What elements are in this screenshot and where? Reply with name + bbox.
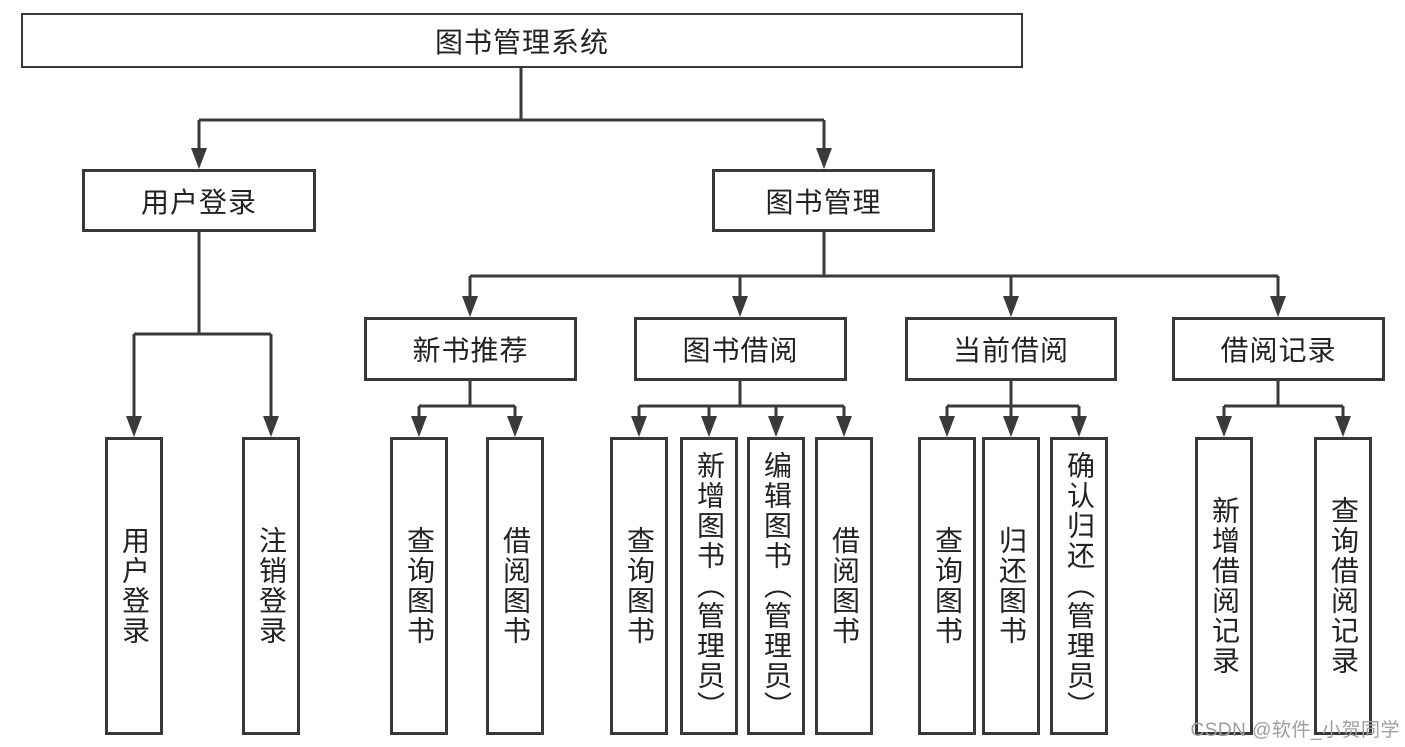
node-label: 查询图书 [624,526,655,646]
node-label: 查询图书 [932,526,963,646]
node-label: 借阅图书 [500,526,531,646]
node-borrowing-records: 借阅记录 [1172,317,1385,381]
watermark-text: CSDN @软件_小贺同学 [1190,720,1400,741]
leaf-query-books-recommend: 查询图书 [390,437,448,735]
connector-borrow-records-to-leaves [1222,381,1345,424]
leaf-query-borrow-record: 查询借阅记录 [1314,437,1372,735]
connector-current-borrow-to-leaves [945,381,1081,424]
connector-book-management-to-level3 [468,232,1280,304]
leaf-logout: 注销登录 [242,437,300,735]
leaf-add-borrow-record: 新增借阅记录 [1195,437,1253,735]
connector-root-to-level2 [197,68,826,156]
leaf-return-books: 归还图书 [982,437,1040,735]
node-label: 当前借阅 [952,335,1069,366]
node-label: 编辑图书（管理员） [761,451,792,721]
node-label: 用户登录 [119,526,150,646]
connector-new-book-to-leaves [417,381,517,424]
node-current-borrowing: 当前借阅 [905,317,1117,381]
leaf-borrow-books: 借阅图书 [815,437,873,735]
node-label: 借阅记录 [1220,335,1337,366]
node-book-management: 图书管理 [712,169,935,232]
leaf-add-books-admin: 新增图书（管理员） [680,437,738,735]
node-label: 图书借阅 [682,335,799,366]
node-label: 图书管理 [765,186,882,218]
node-label: 图书管理系统 [434,26,609,58]
leaf-query-books-current: 查询图书 [918,437,976,735]
node-label: 归还图书 [996,526,1027,646]
leaf-user-login: 用户登录 [105,437,163,735]
node-label: 查询图书 [404,526,435,646]
node-label: 用户登录 [140,186,257,218]
connector-user-login-to-leaves [132,232,273,424]
leaf-query-books-borrow: 查询图书 [610,437,668,735]
node-label: 确认归还（管理员） [1064,451,1095,721]
leaf-confirm-return-admin: 确认归还（管理员） [1050,437,1108,735]
node-label: 查询借阅记录 [1328,496,1359,676]
leaf-edit-books-admin: 编辑图书（管理员） [747,437,805,735]
node-label: 注销登录 [256,526,287,646]
node-label: 新增借阅记录 [1209,496,1240,676]
node-book-borrowing: 图书借阅 [634,317,847,381]
leaf-borrow-books-recommend: 借阅图书 [486,437,544,735]
node-label: 借阅图书 [829,526,860,646]
node-library-management-system: 图书管理系统 [21,13,1023,68]
node-new-book-recommendation: 新书推荐 [364,317,577,381]
node-label: 新书推荐 [412,335,529,366]
connector-book-borrow-to-leaves [637,381,846,424]
node-label: 新增图书（管理员） [694,451,725,721]
node-user-login: 用户登录 [82,169,316,232]
